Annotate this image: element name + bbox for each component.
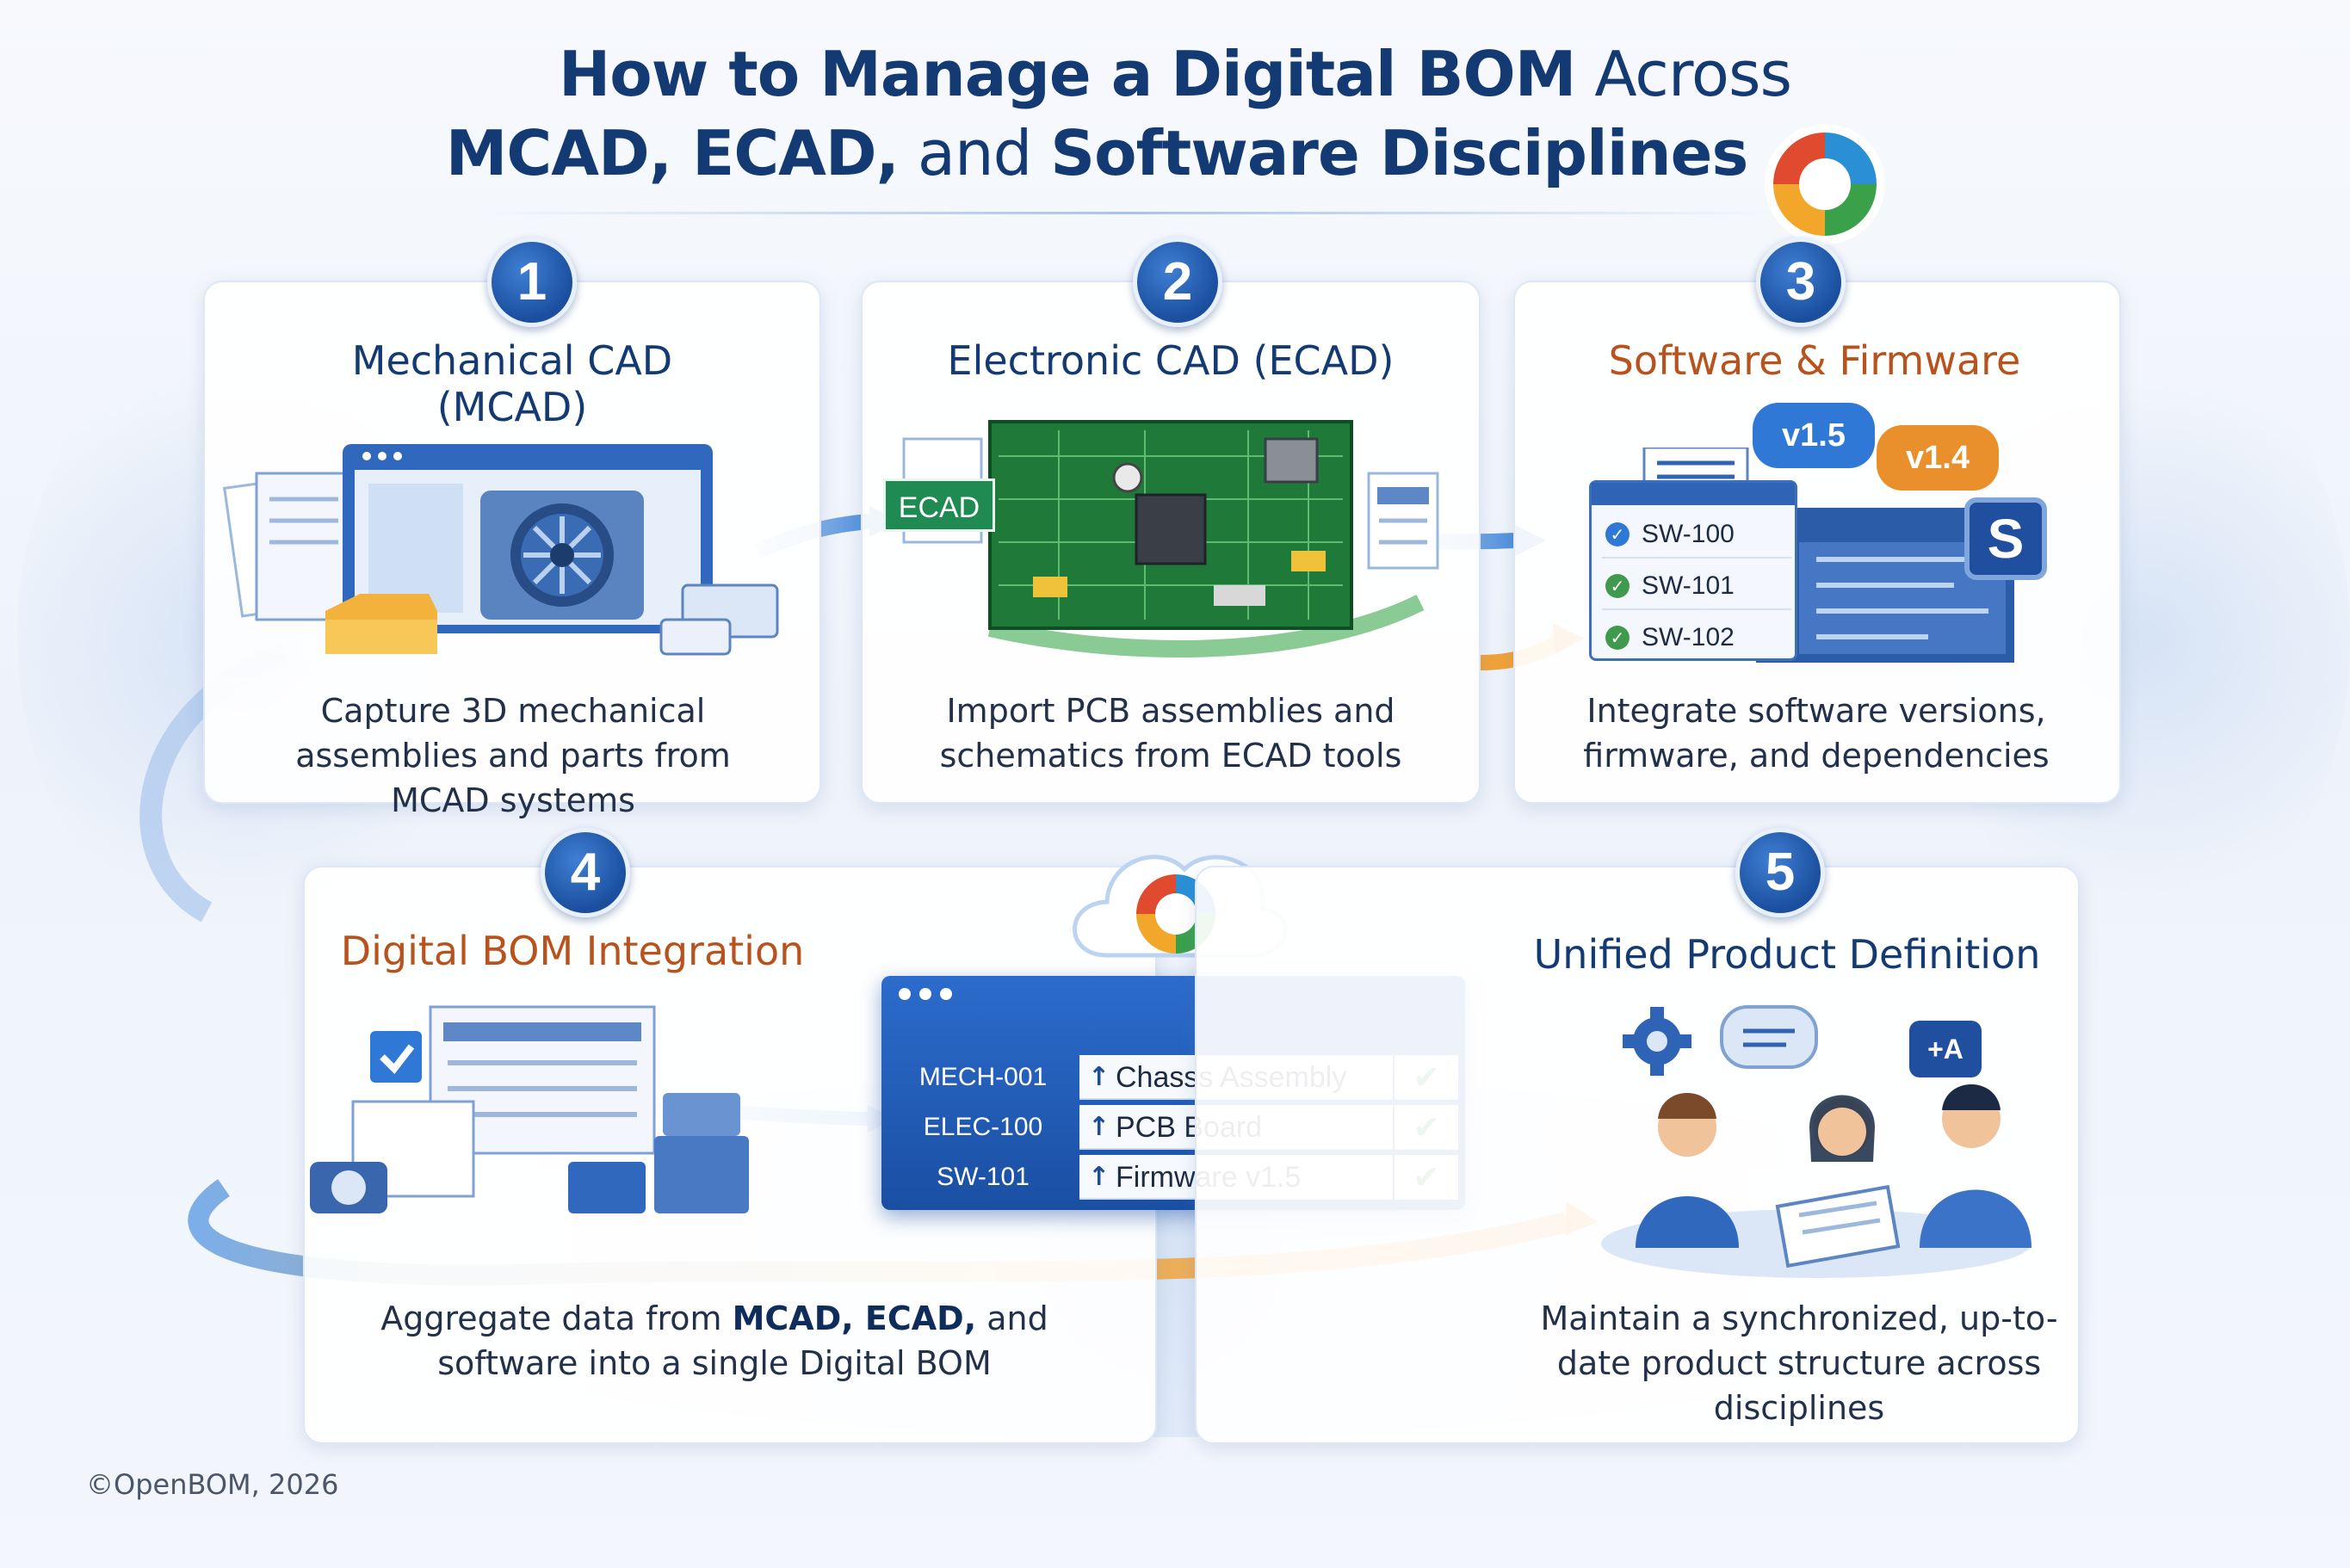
window-dot [940, 988, 952, 1000]
check-circle-icon: ✓ [1605, 522, 1630, 546]
step-desc-mcad: Capture 3D mechanical assemblies and par… [295, 692, 731, 819]
step-desc-unified: Maintain a synchronized, up-to-date prod… [1540, 1299, 2058, 1427]
page-title: How to Manage a Digital BOM Across MCAD,… [0, 34, 2350, 193]
step-desc-software: Integrate software versions, firmware, a… [1583, 692, 2050, 775]
step-desc-digital-bom: Aggregate data from MCAD, ECAD, and soft… [362, 1296, 1067, 1386]
window-dot [919, 988, 931, 1000]
translate-label: +A [1927, 1034, 1963, 1065]
openbom-logo-icon [1765, 124, 1885, 244]
desc-part: Aggregate data from [380, 1299, 722, 1337]
title-divider [482, 212, 1773, 214]
title-line-1: How to Manage a Digital BOM Across [0, 34, 2350, 114]
step-badge-5: 5 [1735, 828, 1825, 917]
sw-item-label: SW-101 [1642, 571, 1735, 600]
ecad-tag: ECAD [883, 478, 995, 532]
title-part: Software Disciplines [1050, 117, 1748, 189]
copyright-text: ©OpenBOM, 2026 [86, 1468, 339, 1501]
title-part: Digital BOM [1171, 38, 1576, 110]
arrow-up-icon: ↑ [1088, 1062, 1110, 1092]
step-title-digital-bom: Digital BOM Integration [340, 928, 805, 974]
sw-list-item[interactable]: ✓ SW-102 [1602, 614, 1791, 662]
step-title-unified: Unified Product Definition [1533, 931, 2041, 978]
team-collaboration-illustration [1601, 1005, 2032, 1278]
step-badge-2: 2 [1133, 238, 1222, 327]
software-chip-icon: S [1964, 497, 2047, 580]
desc-part-bold: MCAD, ECAD, [732, 1299, 977, 1337]
step-title-mcad: Mechanical CAD (MCAD) [351, 337, 673, 430]
title-line-2: MCAD, ECAD, and Software Disciplines [0, 114, 2350, 193]
bom-part-number: MECH-001 [918, 1063, 1048, 1091]
data-aggregation-illustration [310, 1005, 749, 1213]
step-badge-4: 4 [541, 828, 630, 917]
step-badge-3: 3 [1756, 238, 1846, 327]
step-card-unified [1195, 866, 2080, 1444]
desc-part: and software into a single Digital BOM [437, 1299, 1048, 1382]
bom-part-number: ELEC-100 [923, 1113, 1043, 1141]
translate-bubble-icon: +A [1909, 1021, 1982, 1077]
chip-label: S [1987, 508, 2025, 570]
sw-list-item[interactable]: ✓ SW-101 [1602, 562, 1791, 610]
sw-item-label: SW-100 [1642, 520, 1735, 548]
title-part: and [917, 117, 1032, 189]
status-ok-icon: ✓ [1605, 574, 1630, 598]
step-title-software: Software & Firmware [1608, 337, 2021, 384]
version-bubble-v14: v1.4 [1877, 425, 1999, 491]
window-dot [899, 988, 911, 1000]
step-badge-1: 1 [487, 238, 577, 327]
arrow-up-icon: ↑ [1088, 1112, 1110, 1142]
bom-part-number: SW-101 [937, 1163, 1030, 1191]
step-desc-ecad: Import PCB assemblies and schematics fro… [939, 692, 1402, 775]
title-part: Across [1594, 38, 1792, 110]
title-part: MCAD, ECAD, [445, 117, 900, 189]
version-bubble-v15: v1.5 [1753, 403, 1875, 468]
sw-list-item[interactable]: ✓ SW-100 [1602, 510, 1791, 559]
title-part: How to Manage a [559, 38, 1153, 110]
step-title-ecad: Electronic CAD (ECAD) [947, 337, 1395, 384]
mcad-workstation-illustration [223, 444, 779, 656]
arrow-up-icon: ↑ [1088, 1162, 1110, 1192]
sw-item-label: SW-102 [1642, 623, 1735, 651]
status-ok-icon: ✓ [1605, 626, 1630, 650]
bom-titlebar [881, 976, 1465, 1014]
sw-list-titlebar [1592, 483, 1795, 505]
software-version-list: ✓ SW-100 ✓ SW-101 ✓ SW-102 [1589, 480, 1797, 661]
